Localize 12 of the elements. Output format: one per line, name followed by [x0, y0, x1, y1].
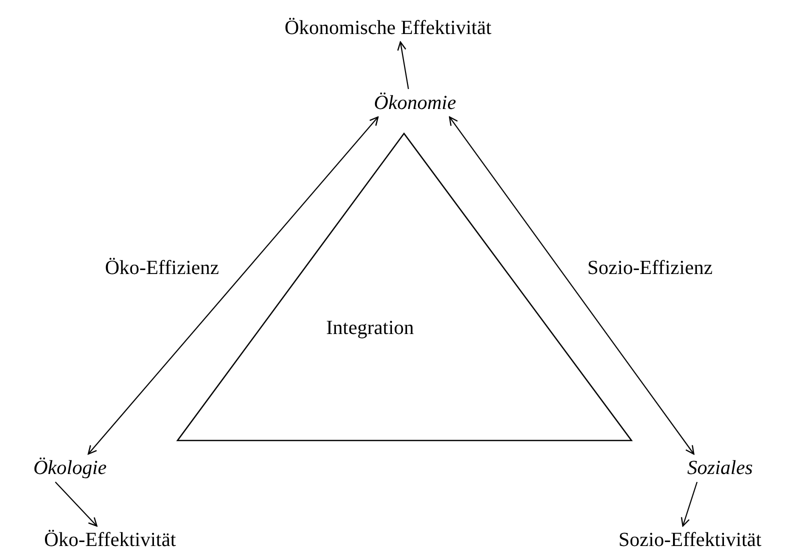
pillar-label: Ökologie [33, 457, 107, 479]
outcome-label: Öko-Effektivität [44, 529, 176, 551]
pillar-label: Soziales [687, 457, 753, 479]
outcome-label: Ökonomische Effektivität [284, 17, 492, 39]
center-label: Integration [326, 317, 414, 339]
arrow [448, 116, 694, 455]
arrow [680, 482, 698, 527]
outcome-label: Sozio-Effektivität [618, 529, 762, 551]
arrow [54, 482, 98, 527]
arrow [88, 116, 379, 455]
pillar-label: Ökonomie [374, 92, 456, 114]
arrow [397, 41, 409, 90]
